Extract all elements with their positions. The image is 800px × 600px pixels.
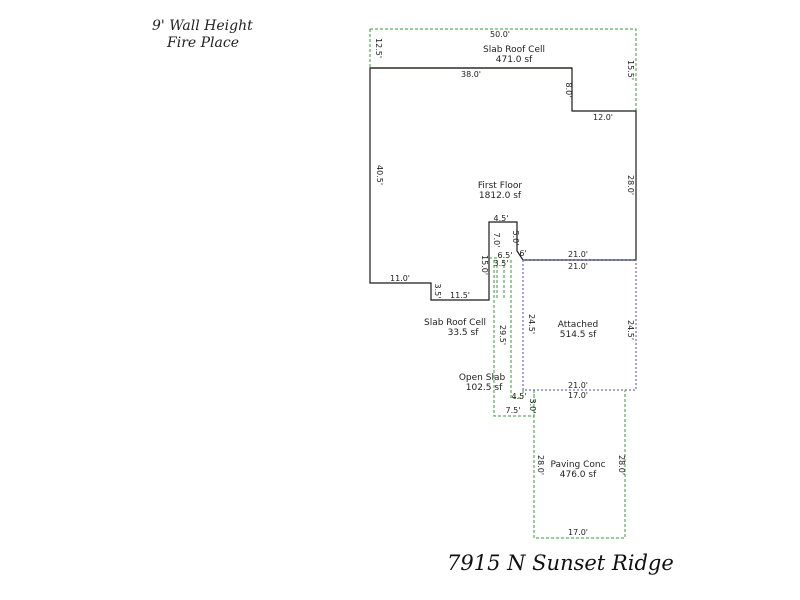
open-slab-outline	[493, 260, 535, 417]
area-size: 102.5 sf	[466, 383, 503, 393]
area-size: 1812.0 sf	[479, 191, 522, 201]
fire-place-note: Fire Place	[167, 35, 239, 51]
dim-label: 8.0'	[564, 83, 573, 98]
slab-roof-outline	[369, 28, 637, 111]
dim-label: 11.5'	[450, 291, 470, 300]
dim-label: 12.5'	[374, 38, 383, 58]
dim-label: 24.5'	[626, 320, 635, 340]
property-address: 7915 N Sunset Ridge	[447, 551, 674, 575]
dim-label: 6'	[519, 249, 526, 258]
dim-label: 28.0'	[536, 455, 545, 475]
dim-label: 38.0'	[461, 70, 481, 79]
dim-label: 15.5'	[626, 60, 635, 80]
dim-label: 3.5'	[494, 259, 509, 268]
dim-label: 6.5'	[498, 251, 513, 260]
dim-label: 28.0'	[617, 455, 626, 475]
dim-label: 24.5'	[527, 314, 536, 334]
dim-label: 15.0'	[480, 255, 489, 275]
dim-label: 28.0'	[626, 175, 635, 195]
slab-roof-left-outline	[489, 257, 498, 300]
dim-label: 21.0'	[568, 262, 588, 271]
area-label: Slab Roof Cell	[483, 45, 545, 55]
dim-label: 50.0'	[490, 30, 510, 39]
dim-label: 7.0'	[492, 233, 501, 248]
dim-label: 3.5'	[433, 284, 442, 299]
paving-outline	[533, 390, 626, 539]
dim-label: 21.0'	[568, 381, 588, 390]
area-size: 471.0 sf	[496, 55, 533, 65]
dim-label: 5.0'	[511, 231, 520, 246]
area-label: Paving Conc	[550, 460, 605, 470]
dim-label: 17.0'	[568, 391, 588, 400]
area-label: First Floor	[478, 181, 522, 191]
wall-height-note: 9' Wall Height	[152, 18, 253, 34]
dim-label: 12.0'	[593, 113, 613, 122]
first-floor-outline	[369, 67, 637, 301]
dim-label: 3.0'	[528, 399, 537, 414]
area-size: 476.0 sf	[560, 470, 597, 480]
dim-label: 11.0'	[390, 274, 410, 283]
area-size: 514.5 sf	[560, 330, 597, 340]
dim-label: 4.5'	[512, 392, 527, 401]
area-size: 33.5 sf	[448, 328, 480, 338]
dim-label: 21.0'	[568, 250, 588, 259]
area-label: Attached	[558, 320, 598, 330]
dim-label: 7.5'	[506, 406, 521, 415]
garage-outline	[522, 259, 637, 391]
area-label: Slab Roof Cell	[424, 318, 486, 328]
area-label: Open Slab	[459, 373, 506, 383]
dim-label: 29.5'	[498, 325, 507, 345]
dim-label: 4.5'	[494, 214, 509, 223]
dim-label: 40.5'	[375, 165, 384, 185]
dim-label: 17.0'	[568, 528, 588, 537]
